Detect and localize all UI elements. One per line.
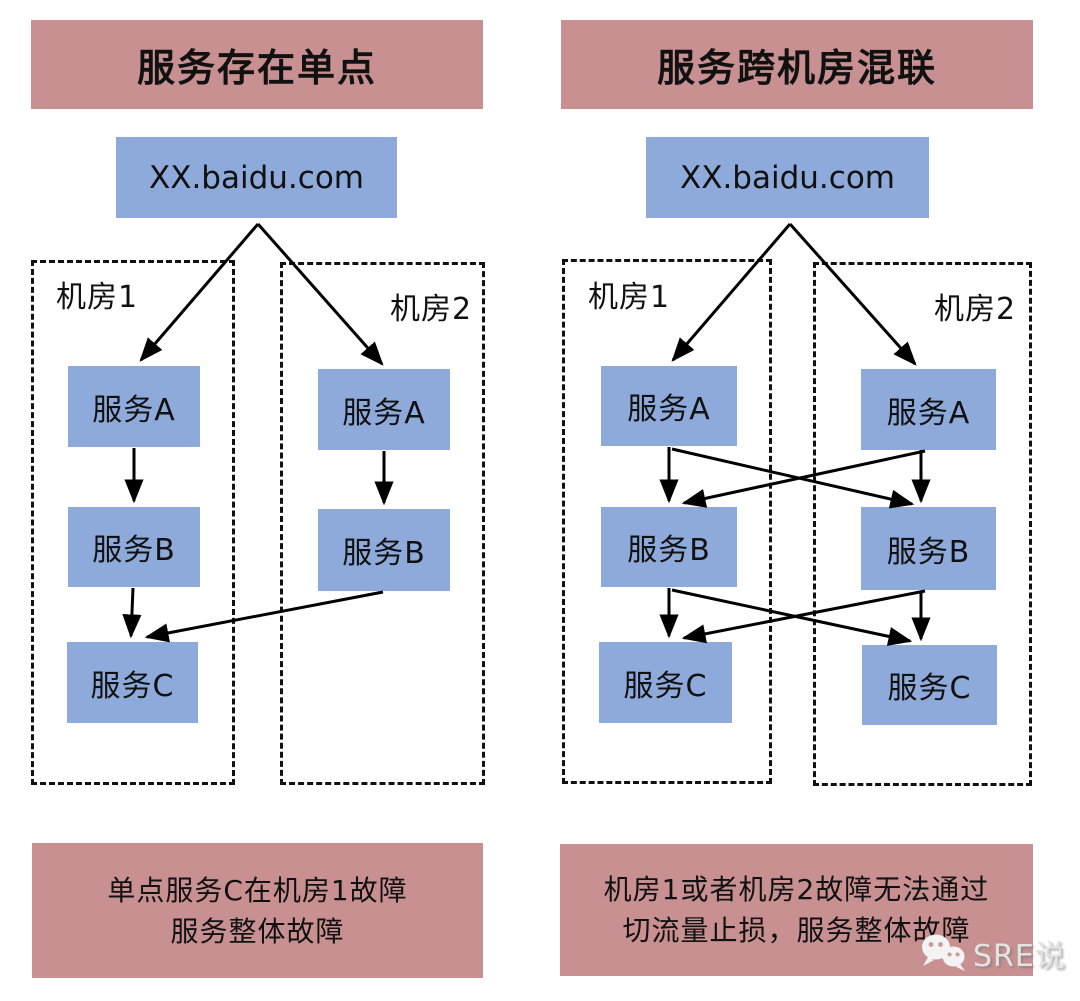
panel1-room1-label: 机房1 [56, 280, 139, 315]
panel2-room1-service-c-node: 服务C [599, 642, 732, 723]
panel2-room2-label: 机房2 [934, 292, 1017, 327]
panel2-title: 服务跨机房混联 [561, 20, 1033, 109]
panel2-room1-service-a-node: 服务A [601, 366, 737, 446]
panel1-room1-service-c-node: 服务C [67, 642, 198, 723]
panel1-room2-service-a-node: 服务A [318, 369, 450, 450]
panel2-caption-line1: 机房1或者机房2故障无法通过 [603, 873, 990, 906]
wechat-icon [922, 934, 965, 971]
panel2-room2-service-b-node: 服务B [861, 507, 996, 590]
panel1-room2-label: 机房2 [390, 292, 473, 327]
panel1-room1-service-a-node: 服务A [68, 366, 200, 447]
panel2-room2-service-c-node: 服务C [862, 645, 997, 725]
panel1-room1-boundary [31, 260, 235, 785]
watermark-label: SRE说 [973, 939, 1066, 974]
panel2-domain-node: XX.baidu.com [646, 137, 929, 218]
panel1-room2-service-b-node: 服务B [318, 509, 450, 591]
panel1-title: 服务存在单点 [31, 20, 483, 109]
panel1-caption-line1: 单点服务C在机房1故障 [107, 873, 408, 907]
panel2-room2-boundary [813, 262, 1032, 786]
watermark: SRE说 [921, 931, 1066, 975]
panel2-room1-label: 机房1 [588, 280, 671, 315]
panel2-caption-line2: 切流量止损，服务整体故障 [622, 914, 971, 947]
panel2-room1-service-b-node: 服务B [601, 507, 737, 587]
panel2-room1-boundary [562, 259, 772, 784]
panel1-room1-service-b-node: 服务B [68, 507, 200, 587]
panel1-domain-node: XX.baidu.com [116, 137, 397, 218]
panel1-caption: 单点服务C在机房1故障 服务整体故障 [32, 843, 483, 978]
panel1-caption-line2: 服务整体故障 [170, 914, 345, 948]
panel2-room2-service-a-node: 服务A [861, 369, 996, 450]
